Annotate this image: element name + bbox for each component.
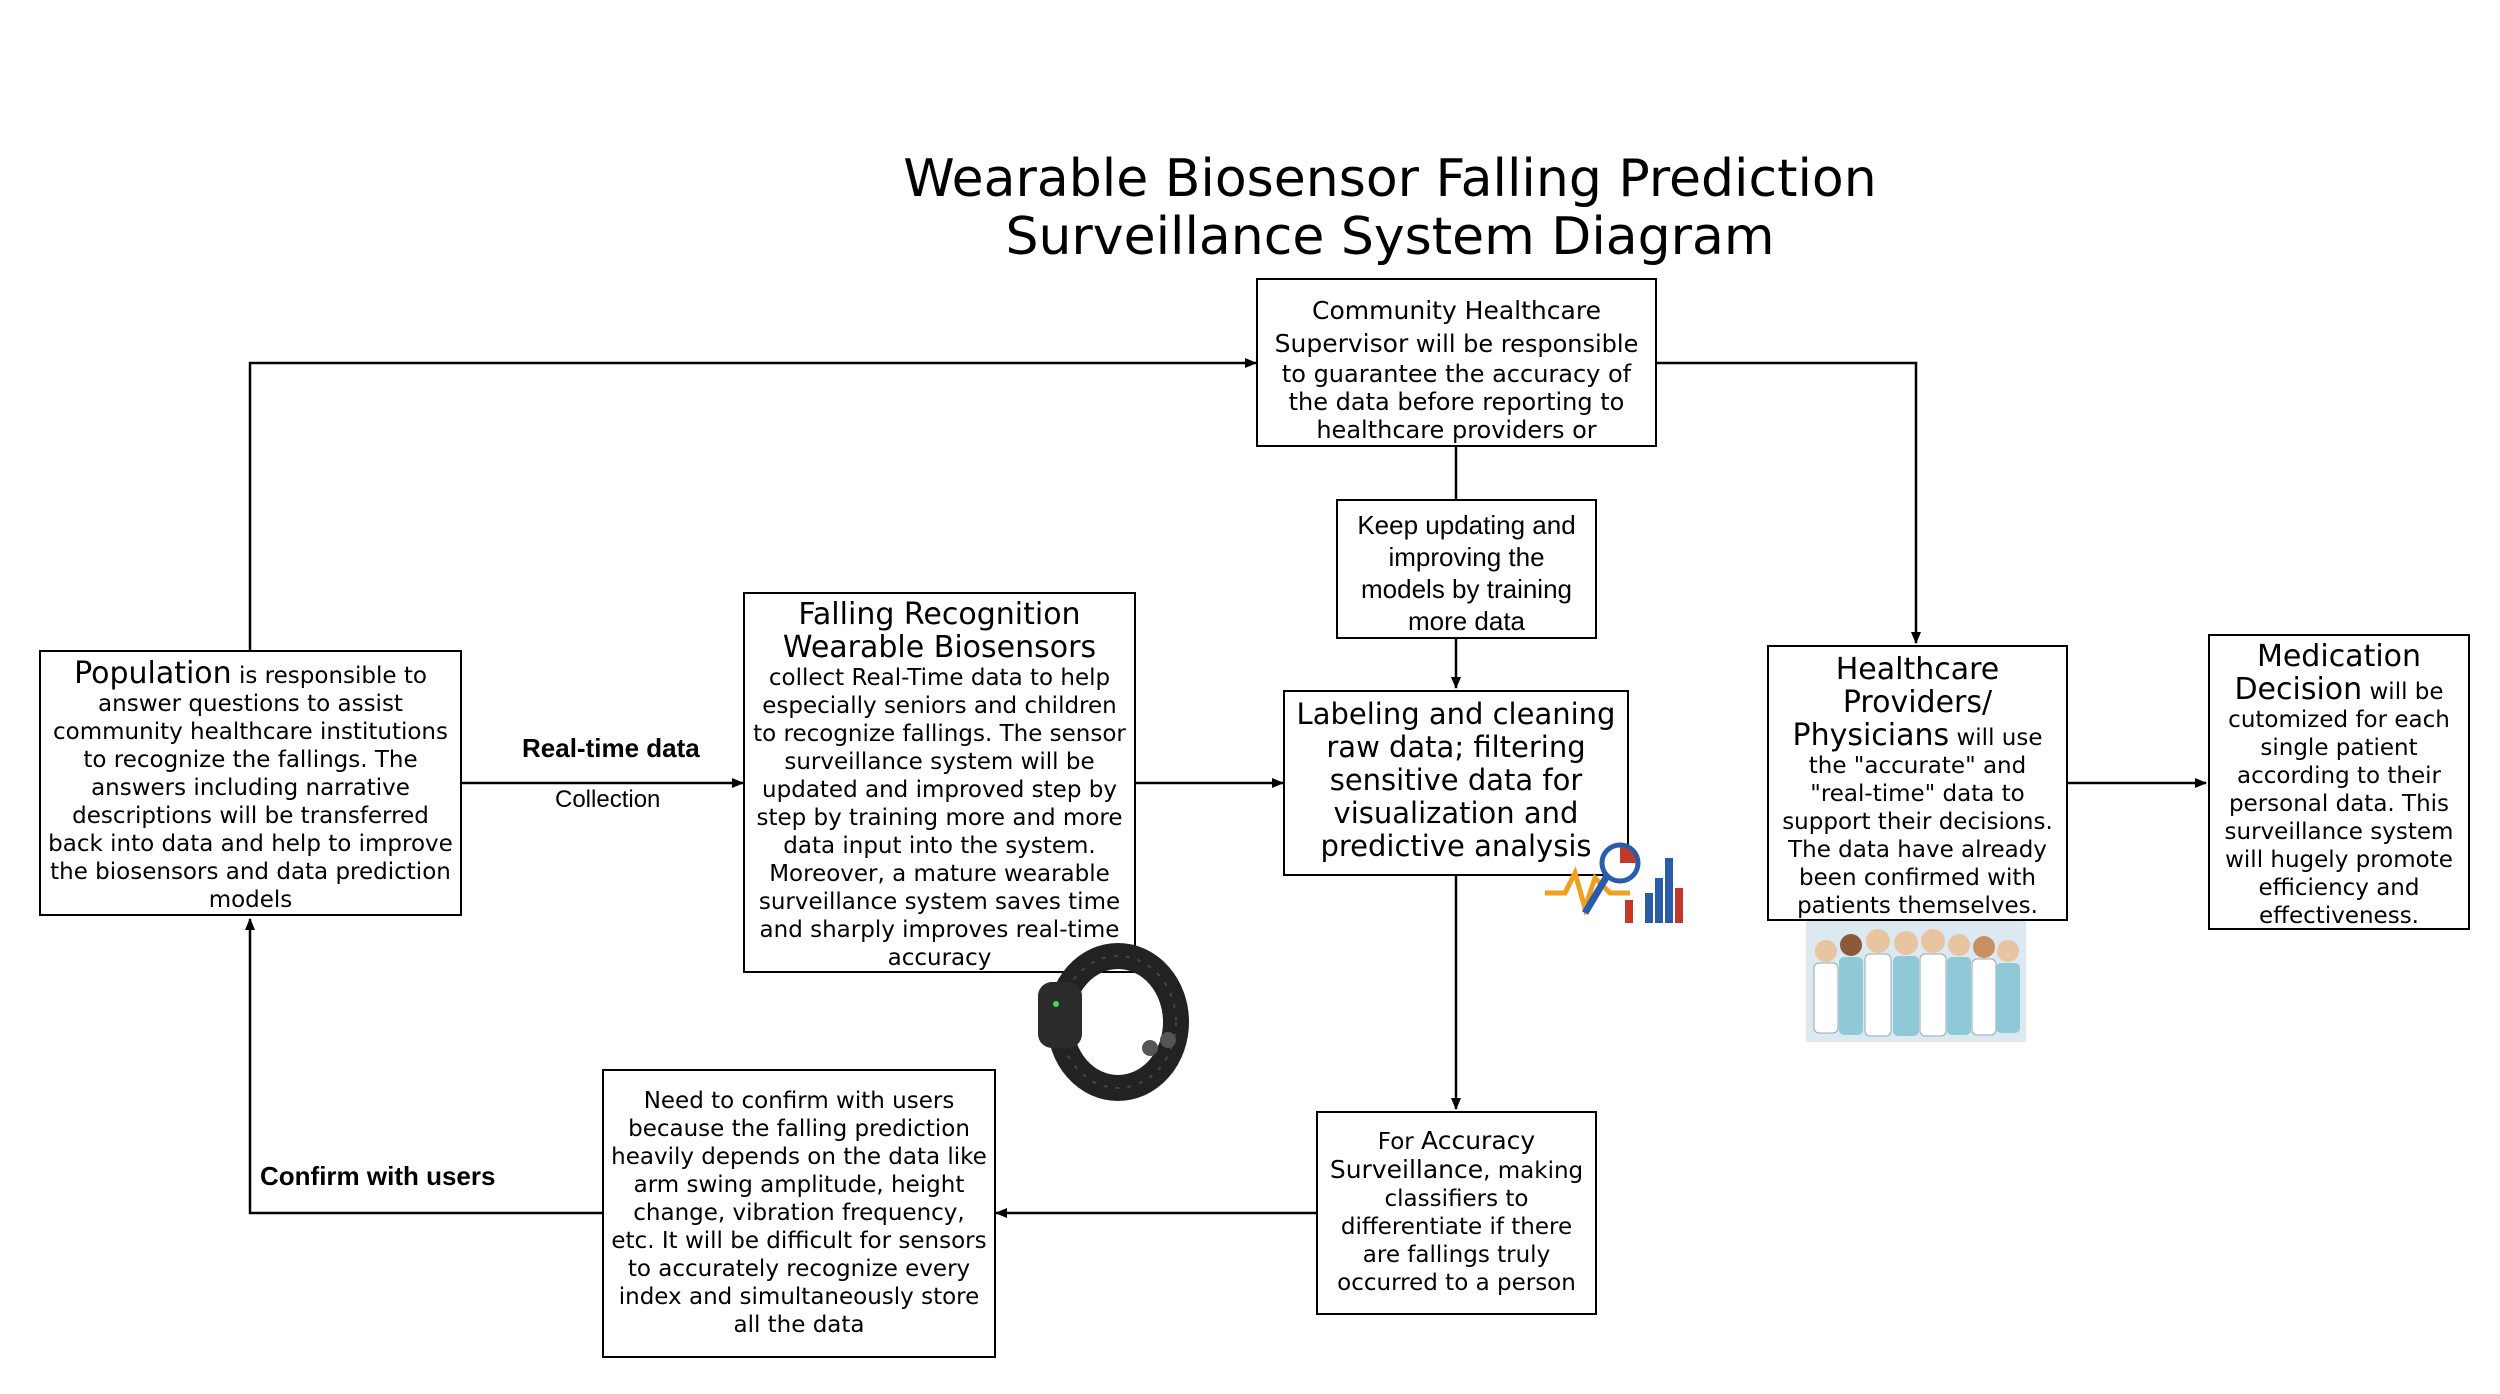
accuracy-text: , making classifiers to differentiate if…: [1337, 1158, 1584, 1296]
title-line-1: Wearable Biosensor Falling Prediction: [903, 149, 1877, 209]
population-text: is responsible to answer questions to as…: [48, 663, 453, 913]
medication-lead: Medication Decision: [2234, 639, 2422, 707]
biosensors-lead: Falling Recognition Wearable Biosensors: [782, 597, 1097, 665]
confirm-label: Confirm with users: [260, 1161, 496, 1191]
title-line-2: Surveillance System Diagram: [1005, 207, 1775, 267]
medication-text: will be cutomized for each single patien…: [2224, 679, 2454, 929]
accuracy-pre: For: [1377, 1129, 1422, 1155]
biosensors-text: collect Real-Time data to help especiall…: [753, 665, 1126, 971]
realtime-label: Real-time data: [522, 733, 700, 763]
arrow-confirm-to-population: [245, 918, 602, 1215]
keep-updating-text: Keep updating and improving the models b…: [1357, 510, 1576, 636]
confirm-text: Need to confirm with users because the f…: [611, 1088, 987, 1338]
wristband-image: [1038, 943, 1189, 1101]
accuracy-lead: Accuracy Surveillance: [1329, 1126, 1536, 1184]
diagram-title: Wearable Biosensor Falling Prediction Su…: [840, 150, 1940, 266]
providers-lead: Healthcare Providers/ Physicians: [1792, 652, 2000, 753]
supervisor-text: will be responsible to guarantee the acc…: [1281, 330, 1639, 445]
analytics-icon: [1545, 842, 1683, 923]
biosensors-box: Falling Recognition Wearable Biosensors …: [743, 592, 1136, 973]
labeling-box: Labeling and cleaning raw data; filterin…: [1283, 690, 1629, 876]
providers-box: Healthcare Providers/ Physicians will us…: [1767, 645, 2068, 921]
doctors-image: [1806, 921, 2026, 1042]
supervisor-box: Community Healthcare Supervisor will be …: [1256, 278, 1657, 447]
population-lead: Population: [74, 656, 232, 691]
medication-box: Medication Decision will be cutomized fo…: [2208, 634, 2470, 930]
accuracy-box: For Accuracy Surveillance, making classi…: [1316, 1111, 1597, 1315]
arrow-population-to-supervisor: [248, 358, 1257, 650]
keep-updating-box: Keep updating and improving the models b…: [1336, 499, 1597, 639]
confirm-box: Need to confirm with users because the f…: [602, 1069, 996, 1358]
collection-label: Collection: [555, 786, 661, 813]
arrow-supervisor-to-providers: [1657, 361, 1921, 644]
population-box: Population is responsible to answer ques…: [39, 650, 462, 916]
labeling-text: Labeling and cleaning raw data; filterin…: [1296, 697, 1616, 863]
providers-text: will use the "accurate" and "real-time" …: [1782, 725, 2053, 919]
supervisor-lead: Community Healthcare Supervisor: [1274, 296, 1601, 358]
